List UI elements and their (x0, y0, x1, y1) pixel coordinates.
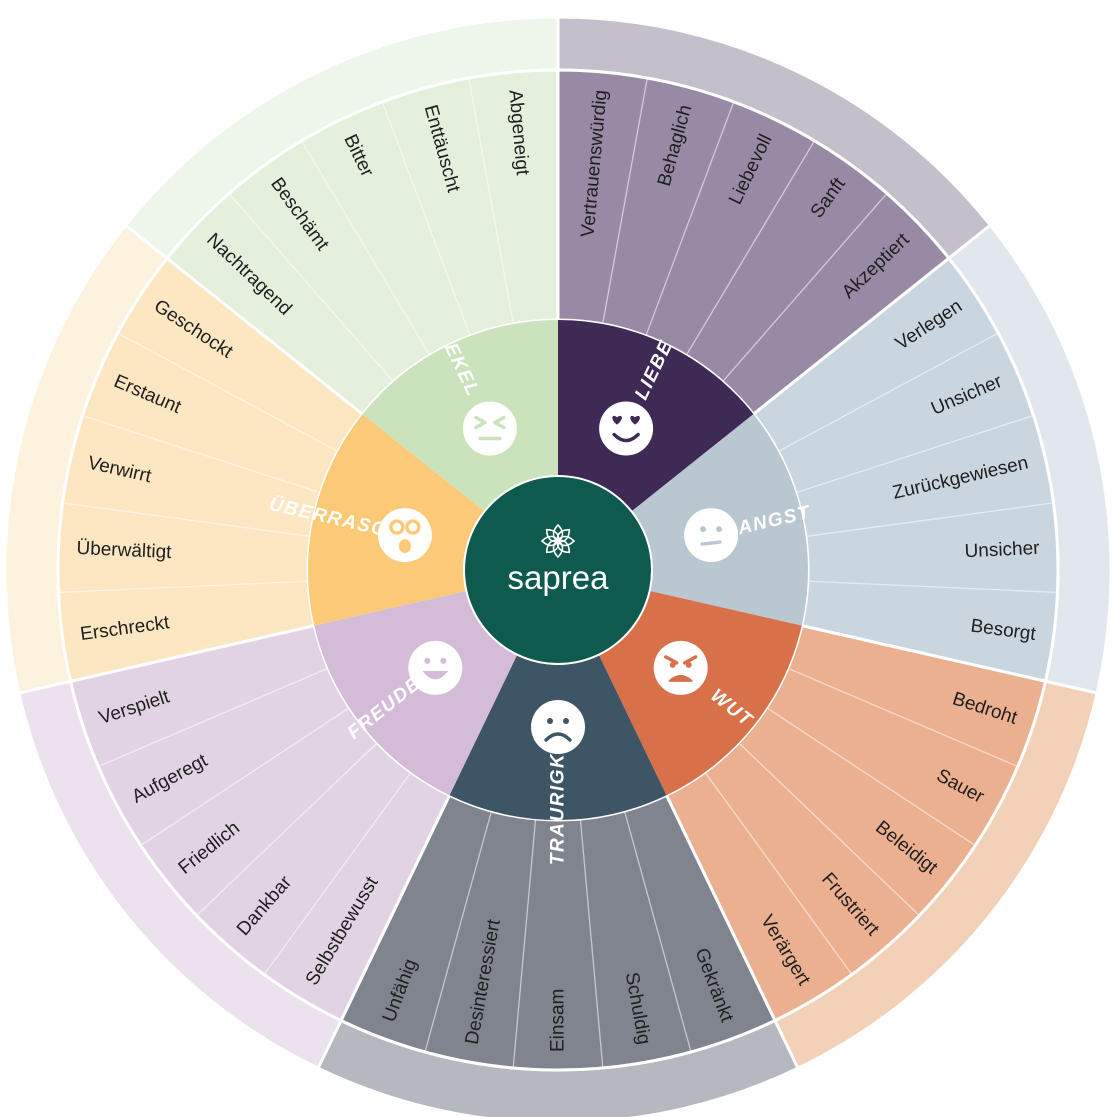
sub-divider (263, 771, 412, 975)
sub-divider (685, 140, 816, 356)
sub-divider (805, 502, 1054, 538)
sub-emotion-label: Einsam (548, 989, 569, 1052)
angry-face-icon (653, 640, 708, 695)
sub-divider (623, 810, 692, 1053)
smiling-face-icon (408, 640, 463, 695)
sub-divider (62, 502, 311, 538)
inner-ring (308, 320, 808, 820)
inner-sector-wut (599, 591, 802, 796)
surprised-face-icon (377, 508, 432, 563)
sub-emotion-label: Überwältigt (76, 538, 173, 563)
inner-sector-liebe (558, 320, 754, 511)
sub-emotion-label: Unsicher (964, 538, 1041, 562)
sub-divider (117, 332, 339, 453)
sub-divider (579, 818, 604, 1069)
sub-divider (228, 193, 395, 383)
sub-divider (58, 580, 309, 594)
brand-name: saprea (508, 559, 610, 596)
inner-sector-freude (314, 591, 517, 796)
sub-divider (512, 818, 537, 1069)
center-hub: saprea (465, 477, 651, 663)
sub-divider (381, 101, 471, 337)
squinting-face-icon (462, 401, 517, 456)
sub-divider (645, 101, 735, 337)
sub-divider (82, 414, 321, 494)
outer-ring (3, 15, 1113, 1117)
sub-divider (424, 810, 493, 1053)
sub-divider (807, 580, 1058, 594)
heart-eyes-face-icon (599, 401, 654, 456)
sub-divider (766, 707, 976, 846)
sub-divider (140, 707, 350, 846)
sub-divider (300, 140, 431, 356)
sub-divider (602, 77, 648, 325)
sub-divider (777, 332, 999, 453)
core-emotion-label-traurigkeit: TRAURIGKEIT (548, 719, 569, 865)
sub-divider (468, 77, 514, 325)
saprea-logo-icon (540, 523, 576, 559)
inner-sector-ekel (362, 320, 558, 511)
sub-divider (738, 742, 920, 916)
sub-divider (704, 771, 853, 975)
sub-divider (97, 667, 329, 768)
sub-divider (196, 742, 378, 916)
sub-divider (795, 414, 1034, 494)
sad-face-icon (531, 700, 585, 754)
center-circle (465, 477, 651, 663)
neutral-face-icon (684, 508, 739, 563)
middle-ring (56, 68, 1060, 1072)
sub-divider (787, 667, 1019, 768)
sub-divider (721, 193, 888, 383)
